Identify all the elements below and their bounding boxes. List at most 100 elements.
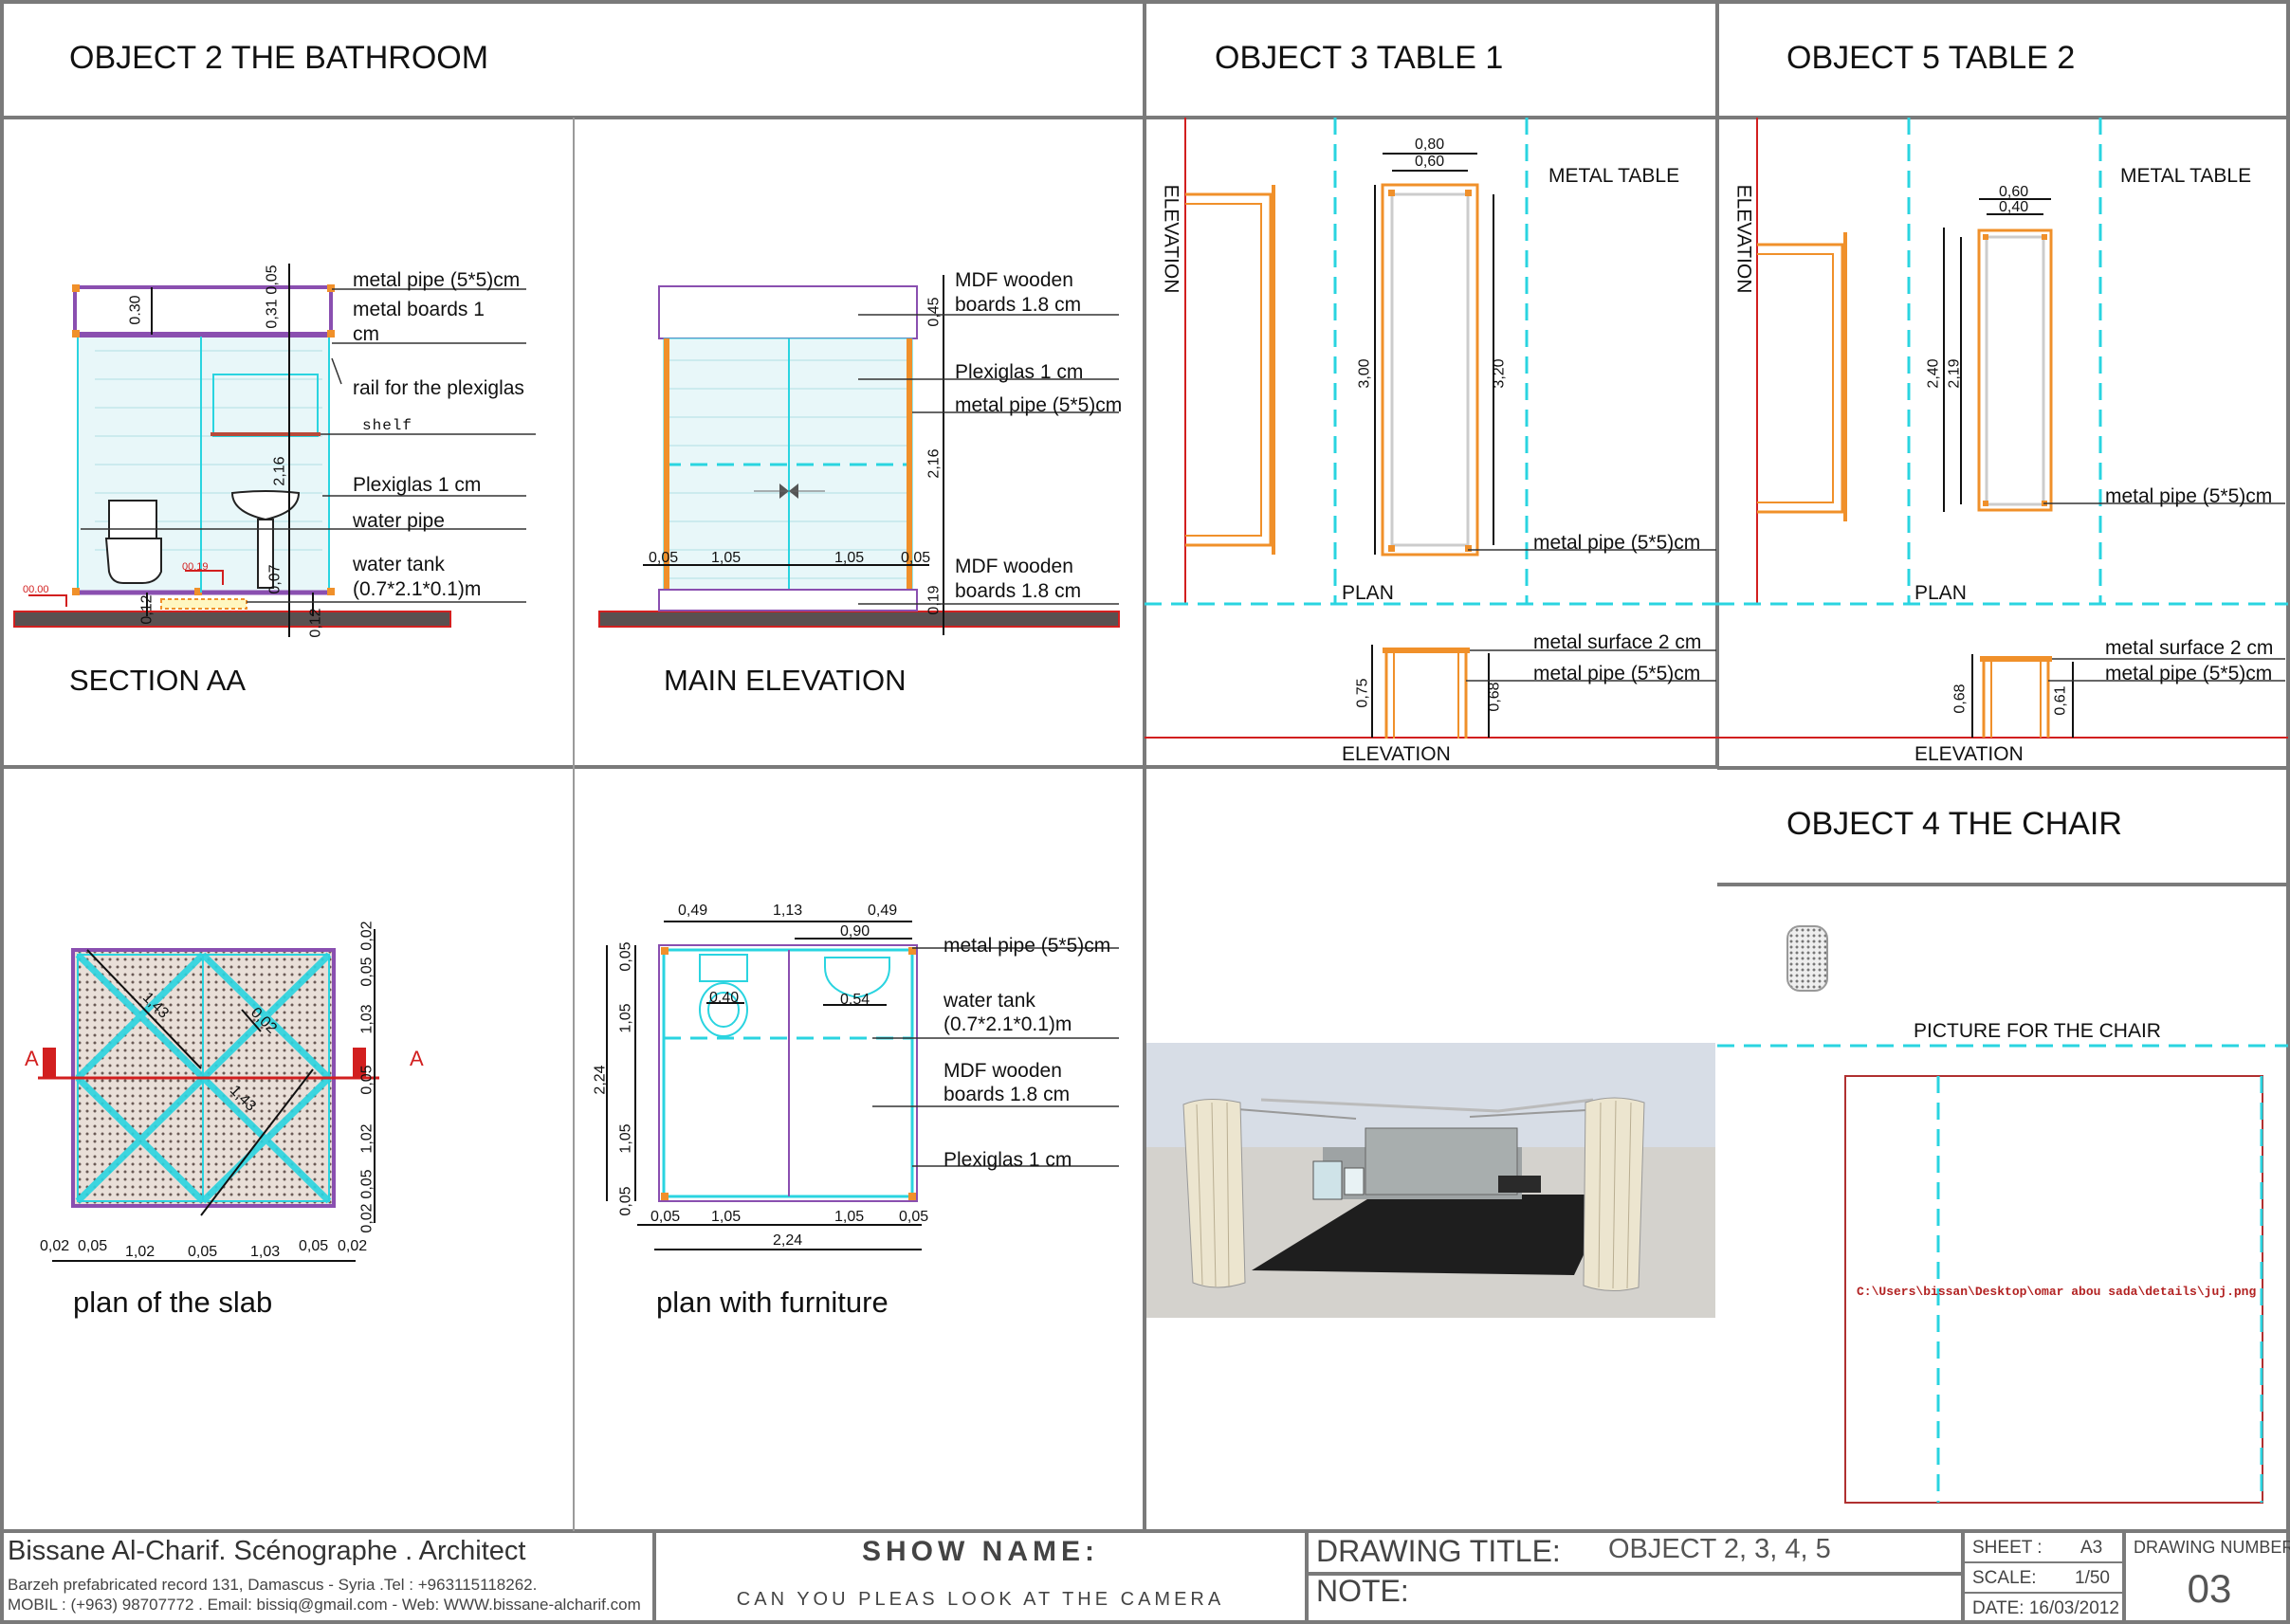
slab-right-dim: 0,02 — [358, 921, 376, 951]
table2-drawing — [1717, 118, 2288, 739]
slab-bottom-dim: 0,02 — [40, 1238, 70, 1254]
scale-label: SCALE: — [1972, 1568, 2037, 1588]
table2-metal-table-label: METAL TABLE — [2120, 165, 2252, 187]
planf-dim-b1: 0,05 — [650, 1209, 681, 1225]
elev-dim-019: 0,19 — [925, 585, 943, 615]
sectionaa-dim-005: 0,05 — [264, 265, 281, 295]
table1-dim-h2: 0,68 — [1486, 682, 1503, 712]
table2-dim-w1: 0,60 — [1999, 184, 2029, 200]
note-label: NOTE: — [1316, 1574, 1409, 1608]
author-name: Bissane Al-Charif. Scénographe . Archite… — [8, 1536, 526, 1566]
slab-bottom-dim: 1,02 — [125, 1244, 156, 1260]
table2-elevation-label: ELEVATION — [1914, 743, 2024, 765]
table1-elevation-label: ELEVATION — [1342, 743, 1451, 765]
show-name-value: CAN YOU PLEAS LOOK AT THE CAMERA — [736, 1589, 1225, 1610]
planf-dim-l4: 0,05 — [617, 1186, 634, 1216]
table2-pipe-label: metal pipe (5*5)cm — [2105, 485, 2273, 507]
object3-title: OBJECT 3 TABLE 1 — [1215, 40, 1504, 76]
title-block-frame — [652, 1531, 2126, 1622]
planf-dim-b2: 1,05 — [711, 1209, 742, 1225]
slab-bottom-dim: 1,03 — [250, 1244, 281, 1260]
elev-mdf2b-label: boards 1.8 cm — [955, 580, 1082, 602]
planf-dim-t1: 0,49 — [678, 903, 708, 919]
plan-furniture-drawing — [606, 921, 1119, 1250]
table2-pipe2-label: metal pipe (5*5)cm — [2105, 663, 2273, 684]
elev-mdf2-label: MDF wooden — [955, 556, 1073, 577]
table2-dim-h2: 0,61 — [2052, 685, 2069, 716]
table1-drawing — [1145, 118, 1717, 739]
planf-dim-t4: 0,90 — [840, 923, 870, 940]
object5-title: OBJECT 5 TABLE 2 — [1786, 40, 2076, 76]
chair-drawing — [1717, 1044, 2288, 1504]
elev-dim-045: 0,45 — [925, 297, 943, 327]
sectionaa-shelf-label: shelf — [362, 417, 413, 434]
chair-file-path: C:\Users\bissan\Desktop\omar abou sada\d… — [1857, 1285, 2257, 1299]
table2-dim-l1: 2,40 — [1925, 358, 1942, 389]
sectionaa-dim-007: 0,07 — [266, 564, 284, 594]
elev-dim-b2: 1,05 — [711, 550, 742, 566]
sectionaa-tank-label-2: (0.7*2.1*0.1)m — [353, 578, 482, 600]
drawing-number-value: 03 — [2187, 1566, 2232, 1611]
slab-right-dim: 0,02 — [358, 1203, 376, 1233]
planf-dim-b3: 1,05 — [834, 1209, 865, 1225]
object4-title: OBJECT 4 THE CHAIR — [1786, 806, 2122, 842]
planf-dim-b4: 0,05 — [899, 1209, 929, 1225]
elev-pipe-label: metal pipe (5*5)cm — [955, 394, 1123, 416]
date-label: DATE: 16/03/2012 — [1972, 1598, 2119, 1618]
elev-mdf1b-label: boards 1.8 cm — [955, 294, 1082, 316]
slab-right-dim: 0,05 — [358, 1065, 376, 1095]
author-address: Barzeh prefabricated record 131, Damascu… — [8, 1576, 538, 1594]
slab-marker-a-right: A — [410, 1047, 424, 1070]
slab-caption: plan of the slab — [73, 1286, 273, 1319]
planf-dim-t2: 1,13 — [773, 903, 803, 919]
table1-side-elevation-label: ELEVATION — [1160, 184, 1182, 294]
elev-mdf1-label: MDF wooden — [955, 269, 1073, 291]
sectionaa-rail-label: rail for the plexiglas — [353, 377, 524, 399]
sectionaa-tank-label: water tank — [353, 554, 445, 575]
show-name-label: SHOW NAME: — [862, 1536, 1099, 1567]
elev-dim-b4: 0,05 — [901, 550, 931, 566]
planf-dim-t3: 0,49 — [868, 903, 898, 919]
slab-bottom-dim: 0,05 — [78, 1238, 108, 1254]
planf-dim-l2: 1,05 — [617, 1003, 634, 1033]
table2-surface-label: metal surface 2 cm — [2105, 637, 2274, 659]
planf-tank-label: water tank — [943, 990, 1035, 1012]
planf-dim-l0: 2,24 — [592, 1065, 609, 1095]
slab-bottom-dim: 0,05 — [299, 1238, 329, 1254]
elev-dim-b1: 0,05 — [649, 550, 679, 566]
table1-pipe-label: metal pipe (5*5)cm — [1533, 532, 1701, 554]
planf-dim-w1: 0,40 — [709, 990, 740, 1006]
render-image — [1146, 1043, 1715, 1318]
drawing-title-value: OBJECT 2, 3, 4, 5 — [1608, 1534, 1831, 1564]
planf-dim-b5: 2,24 — [773, 1232, 803, 1249]
slab-right-dim: 0,05 — [358, 957, 376, 987]
table1-dim-l2: 3,20 — [1491, 358, 1508, 389]
sectionaa-boards-label: metal boards 1 — [353, 299, 485, 320]
table1-dim-w2: 0,60 — [1415, 154, 1445, 170]
slab-drawing — [38, 929, 379, 1262]
object2-title: OBJECT 2 THE BATHROOM — [69, 40, 489, 76]
scale-value: 1/50 — [2075, 1568, 2110, 1588]
sectionaa-dim-012: 0,12 — [138, 594, 156, 625]
slab-right-dims: 0,02 0,05 1,03 0,05 1,02 0,05 0,02 — [353, 918, 381, 1233]
table1-dim-l1: 3,00 — [1356, 358, 1373, 389]
sectionaa-water-label: water pipe — [353, 510, 445, 532]
elev-dim-216: 2,16 — [925, 448, 943, 479]
main-elevation-drawing — [598, 275, 1120, 635]
drawing-title-label: DRAWING TITLE: — [1316, 1534, 1561, 1568]
table2-plan-label: PLAN — [1914, 582, 1967, 604]
drawing-number-label: DRAWING NUMBER — [2134, 1538, 2290, 1557]
elev-dim-b3: 1,05 — [834, 550, 865, 566]
table1-surface-label: metal surface 2 cm — [1533, 631, 1702, 653]
table2-dim-w2: 0,40 — [1999, 199, 2029, 215]
planf-tank-label-2: (0.7*2.1*0.1)m — [943, 1013, 1072, 1035]
chair-thumbnail-icon — [1786, 925, 1828, 992]
table2-dim-h1: 0,68 — [1951, 684, 1969, 714]
sectionaa-plexi-label: Plexiglas 1 cm — [353, 474, 482, 496]
slab-marker-a-left: A — [25, 1047, 39, 1070]
table1-plan-label: PLAN — [1342, 582, 1394, 604]
slab-right-dim: 1,03 — [358, 1004, 376, 1034]
planf-pipe-label: metal pipe (5*5)cm — [943, 935, 1111, 957]
sheet-label: SHEET : — [1972, 1538, 2043, 1558]
